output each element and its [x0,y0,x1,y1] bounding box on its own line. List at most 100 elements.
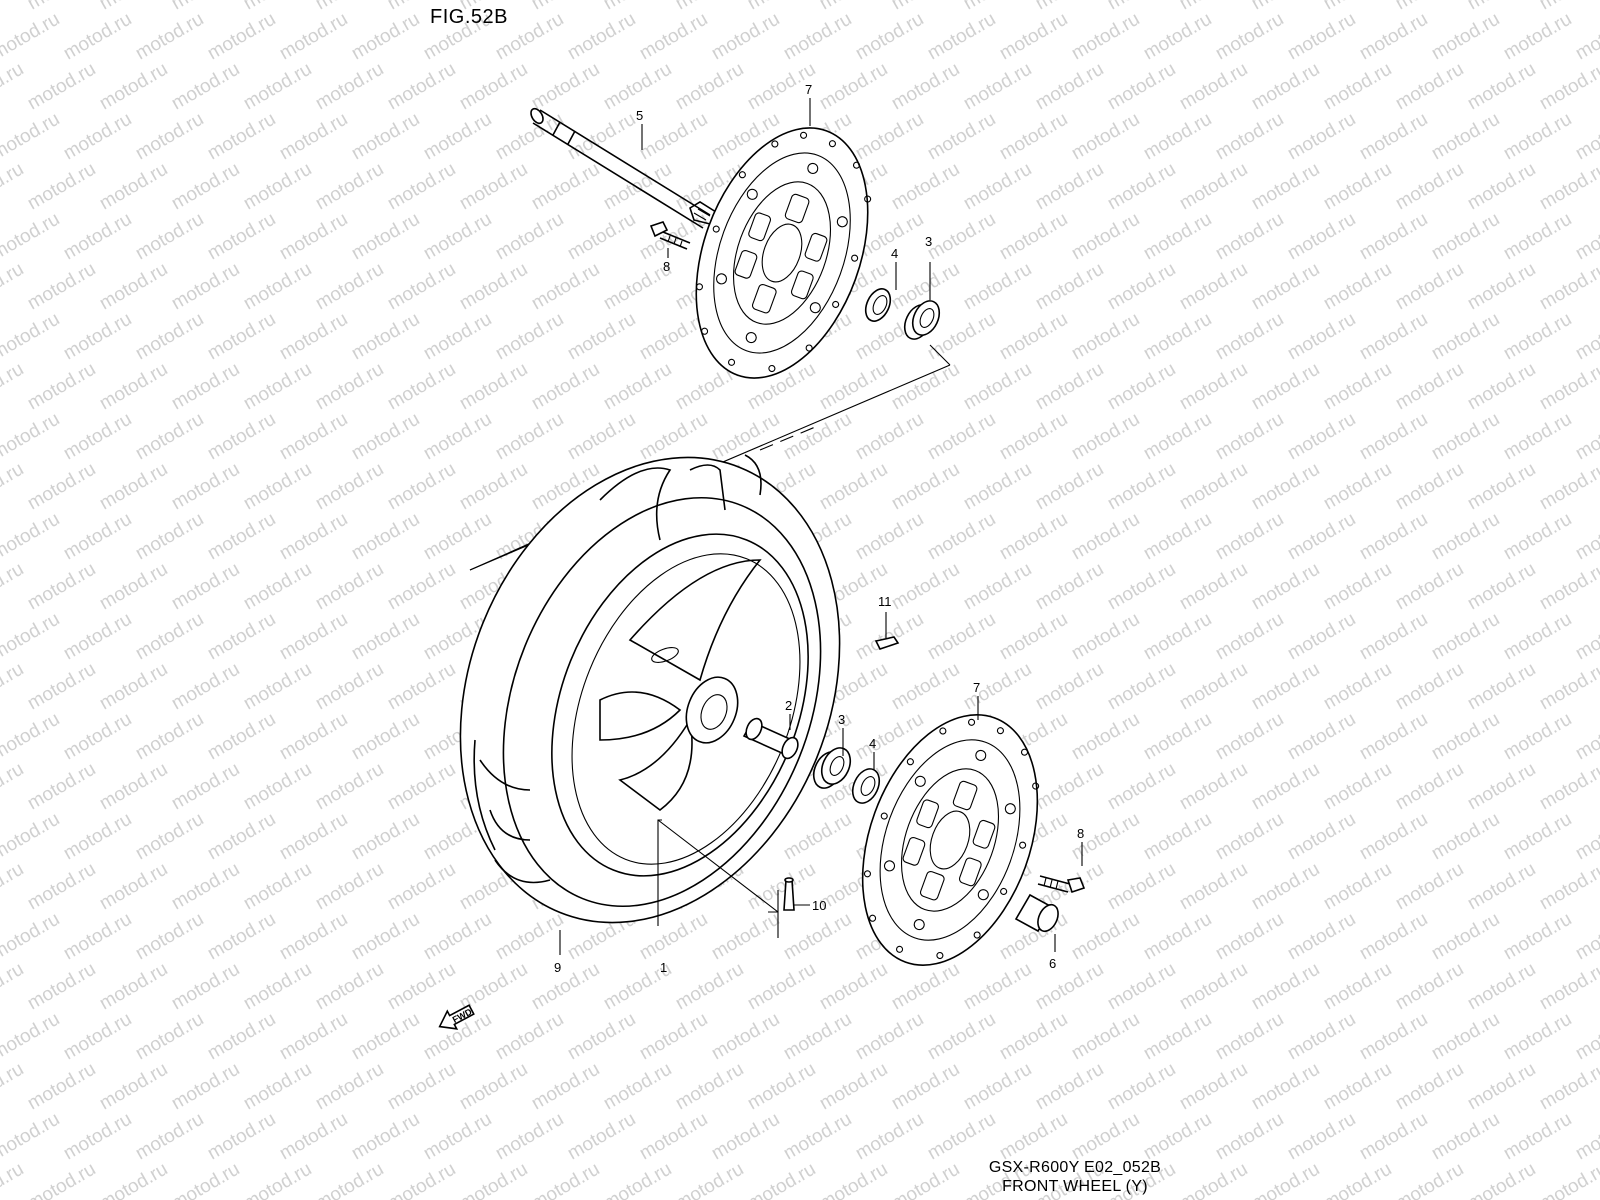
watermark-text: motod.ru [240,359,315,415]
watermark-text: motod.ru [708,1009,783,1065]
watermark-text: motod.ru [240,559,315,615]
watermark-text: motod.ru [960,59,1035,115]
watermark-text: motod.ru [1320,1059,1395,1115]
callout-7-lower: 7 [973,680,980,695]
watermark-text: motod.ru [852,109,927,165]
watermark-text: motod.ru [1284,209,1359,265]
watermark-text: motod.ru [1320,659,1395,715]
watermark-text: motod.ru [168,59,243,115]
watermark-text: motod.ru [1284,609,1359,665]
watermark-text: motod.ru [1572,1009,1600,1065]
watermark-text: motod.ru [24,359,99,415]
watermark-text: motod.ru [1392,659,1467,715]
watermark-text: motod.ru [996,209,1071,265]
watermark-text: motod.ru [1356,109,1431,165]
watermark-text: motod.ru [312,1059,387,1115]
watermark-text: motod.ru [348,909,423,965]
watermark-text: motod.ru [816,59,891,115]
watermark-text: motod.ru [132,109,207,165]
watermark-text: motod.ru [168,659,243,715]
watermark-text: motod.ru [1356,909,1431,965]
watermark-text: motod.ru [636,1009,711,1065]
watermark-text: motod.ru [1392,59,1467,115]
watermark-text: motod.ru [600,1059,675,1115]
watermark-text: motod.ru [168,559,243,615]
watermark-text: motod.ru [888,0,963,14]
watermark-text: motod.ru [0,409,63,465]
watermark-text: motod.ru [888,459,963,515]
watermark-text: motod.ru [1176,559,1251,615]
watermark-text: motod.ru [456,459,531,515]
watermark-text: motod.ru [1536,659,1600,715]
watermark-text: motod.ru [132,609,207,665]
watermark-text: motod.ru [1212,409,1287,465]
watermark-text: motod.ru [0,1159,27,1200]
watermark-text: motod.ru [132,1009,207,1065]
watermark-text: motod.ru [744,959,819,1015]
watermark-text: motod.ru [168,0,243,14]
watermark-text: motod.ru [1320,0,1395,14]
watermark-text: motod.ru [1140,209,1215,265]
watermark-text: motod.ru [204,1009,279,1065]
watermark-text: motod.ru [312,759,387,815]
wheel-spacer [742,717,799,760]
watermark-text: motod.ru [1068,309,1143,365]
watermark-text: motod.ru [1536,1159,1600,1200]
watermark-text: motod.ru [924,1109,999,1165]
watermark-text: motod.ru [1176,659,1251,715]
watermark-text: motod.ru [132,209,207,265]
watermark-text: motod.ru [960,159,1035,215]
watermark-text: motod.ru [96,759,171,815]
watermark-text: motod.ru [1176,0,1251,14]
watermark-text: motod.ru [1284,809,1359,865]
watermark-text: motod.ru [1428,409,1503,465]
watermark-text: motod.ru [1140,909,1215,965]
watermark-text: motod.ru [744,1159,819,1200]
watermark-text: motod.ru [492,309,567,365]
watermark-text: motod.ru [1392,0,1467,14]
watermark-text: motod.ru [24,859,99,915]
watermark-text: motod.ru [312,0,387,14]
watermark-text: motod.ru [1392,159,1467,215]
watermark-text: motod.ru [348,509,423,565]
watermark-text: motod.ru [1176,459,1251,515]
watermark-text: motod.ru [1140,409,1215,465]
watermark-text: motod.ru [276,209,351,265]
balance-weight [874,636,900,650]
watermark-text: motod.ru [1464,1159,1539,1200]
watermark-text: motod.ru [420,409,495,465]
watermark-text: motod.ru [1572,409,1600,465]
watermark-text: motod.ru [1104,59,1179,115]
watermark-text: motod.ru [924,9,999,65]
watermark-text: motod.ru [1140,609,1215,665]
watermark-text: motod.ru [276,309,351,365]
brake-disc-upper [695,127,872,379]
watermark-text: motod.ru [1392,559,1467,615]
watermark-text: motod.ru [888,659,963,715]
model-code: GSX-R600Y E02_052B [988,1159,1162,1176]
watermark-text: motod.ru [816,1059,891,1115]
watermark-text: motod.ru [852,409,927,465]
watermark-text: motod.ru [1212,909,1287,965]
watermark-text: motod.ru [960,559,1035,615]
watermark-text: motod.ru [1248,959,1323,1015]
watermark-text: motod.ru [24,1159,99,1200]
watermark-text: motod.ru [1428,1109,1503,1165]
watermark-text: motod.ru [1176,1059,1251,1115]
watermark-text: motod.ru [1320,459,1395,515]
watermark-text: motod.ru [1428,309,1503,365]
watermark-text: motod.ru [1032,359,1107,415]
watermark-text: motod.ru [1068,609,1143,665]
watermark-text: motod.ru [1284,309,1359,365]
watermark-text: motod.ru [672,1059,747,1115]
watermark-text: motod.ru [96,1159,171,1200]
watermark-text: motod.ru [960,1059,1035,1115]
watermark-text: motod.ru [528,259,603,315]
watermark-text: motod.ru [96,359,171,415]
watermark-text: motod.ru [924,509,999,565]
watermark-text: motod.ru [204,809,279,865]
watermark-text: motod.ru [1068,9,1143,65]
watermark-text: motod.ru [204,709,279,765]
watermark-text: motod.ru [1428,909,1503,965]
watermark-text: motod.ru [24,959,99,1015]
